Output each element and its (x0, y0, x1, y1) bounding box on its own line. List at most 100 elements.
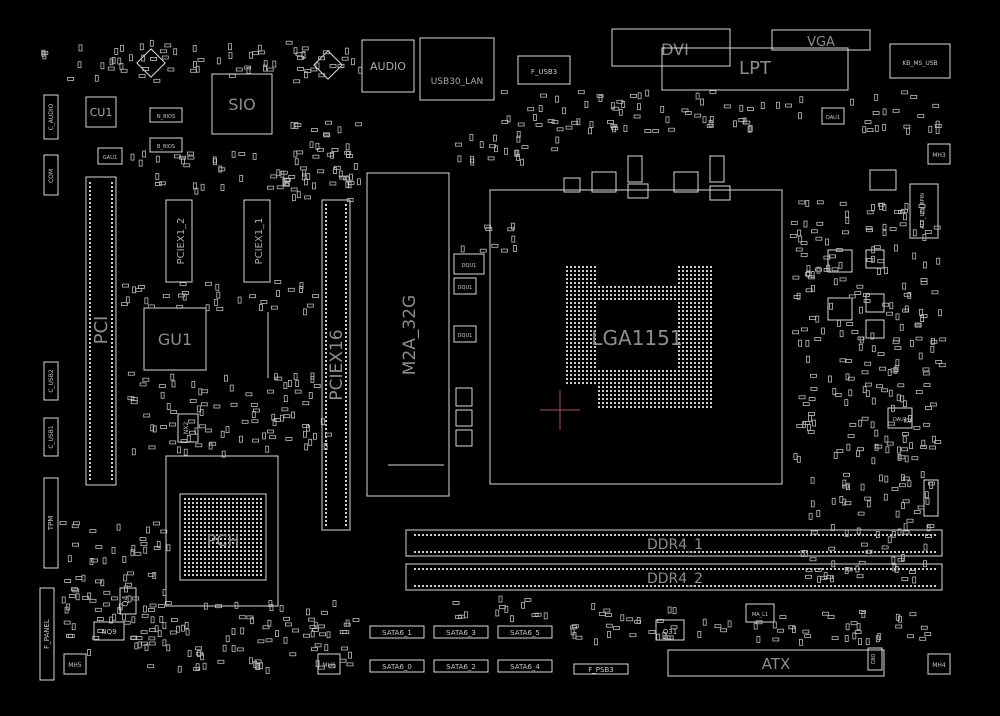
passive-part (236, 647, 244, 652)
passive-part (912, 252, 917, 260)
passive-part (845, 217, 850, 224)
passive-part (910, 95, 918, 99)
audio-jack[interactable] (361, 39, 415, 93)
usb30-lan-connector[interactable] (419, 37, 495, 101)
passive-part (506, 115, 511, 123)
passive-part (903, 400, 907, 408)
pci-slot[interactable] (85, 176, 117, 486)
passive-part (300, 166, 308, 171)
dqu1-c[interactable] (453, 325, 477, 343)
sata6-3-port[interactable] (433, 625, 489, 639)
com-header[interactable] (43, 154, 59, 196)
passive-part (644, 129, 652, 134)
clock-chip-2[interactable] (313, 50, 343, 80)
passive-part (788, 625, 796, 630)
nq9-mosfet[interactable] (93, 621, 125, 641)
passive-part (925, 534, 932, 538)
q4-mosfet[interactable] (119, 587, 137, 615)
sio-chip[interactable] (211, 73, 273, 135)
sata6-0-port[interactable] (369, 659, 425, 673)
atx12v-connector[interactable] (909, 183, 939, 239)
passive-part (847, 376, 855, 381)
pciex1-2-label: PCIEX1_2 (176, 218, 187, 265)
sata6-1-port[interactable] (369, 625, 425, 639)
c-audio-header[interactable] (43, 94, 59, 140)
c-usb2-header[interactable] (43, 361, 59, 401)
passive-part (901, 447, 908, 452)
passive-part (122, 283, 129, 288)
ma-l1-chip[interactable] (745, 603, 775, 623)
passive-part (915, 390, 923, 394)
passive-part (263, 60, 268, 68)
passive-part (923, 383, 931, 388)
passive-part (266, 429, 274, 434)
passive-part (504, 147, 509, 155)
passive-part (188, 419, 196, 424)
passive-part (270, 174, 278, 179)
m2a-slot[interactable] (366, 172, 450, 497)
sata6-5-port[interactable] (497, 625, 553, 639)
pciex1-2-slot[interactable] (165, 199, 193, 283)
passive-part (252, 408, 260, 413)
passive-part (183, 448, 188, 456)
passive-part (893, 366, 898, 374)
passive-part (170, 410, 178, 415)
passive-part (195, 663, 200, 671)
f-usb3-header[interactable] (517, 55, 571, 85)
passive-part (742, 117, 747, 125)
passive-part (257, 44, 262, 52)
cpu-socket-outline[interactable] (489, 189, 783, 485)
passive-part (823, 572, 828, 579)
passive-part (238, 435, 243, 443)
lpt-connector[interactable] (661, 47, 849, 91)
passive-part (132, 286, 137, 294)
passive-part (913, 510, 921, 515)
dqu1-b[interactable] (453, 277, 477, 295)
pciex16-slot[interactable] (321, 199, 351, 531)
dau1-top[interactable] (821, 107, 845, 125)
passive-part (839, 495, 844, 503)
nx2-label: NX2 (183, 422, 190, 435)
dqu1-c-label: DQU1 (458, 333, 473, 339)
passive-part (338, 170, 343, 178)
q31-mosfet[interactable] (655, 619, 685, 641)
passive-part (143, 413, 151, 418)
gu1-chip[interactable] (143, 307, 207, 371)
vga-connector[interactable] (771, 29, 871, 51)
f-panel-header[interactable] (39, 587, 55, 681)
f-ps-header[interactable] (573, 663, 629, 675)
passive-part (142, 150, 147, 158)
passive-part (806, 270, 810, 278)
passive-part (826, 264, 831, 272)
kb-ms-usb-connector[interactable] (889, 43, 951, 79)
dau1-chip[interactable] (887, 407, 913, 429)
passive-part (815, 315, 820, 323)
sata6-4-port[interactable] (497, 659, 553, 673)
gau1-chip[interactable] (97, 147, 123, 165)
b-bios-chip[interactable] (149, 137, 183, 153)
n-bios-chip[interactable] (149, 107, 183, 123)
ddr4-1-slot[interactable] (405, 529, 943, 557)
passive-part (810, 373, 817, 378)
cu1-chip[interactable] (85, 96, 117, 128)
passive-part (312, 294, 320, 299)
cbo-cap[interactable] (867, 647, 883, 671)
com-label: COM (48, 169, 55, 183)
pci-label: PCI (91, 316, 112, 345)
atx-power-connector[interactable] (667, 649, 885, 677)
passive-part (933, 225, 941, 230)
passive-part (89, 598, 97, 603)
sata6-2-port[interactable] (433, 659, 489, 673)
dqu1-a[interactable] (453, 253, 485, 275)
passive-part (501, 120, 509, 124)
passive-part (274, 280, 282, 284)
passive-part (879, 366, 886, 371)
passive-part (922, 234, 927, 242)
passive-part (155, 173, 160, 180)
ddr4-2-slot[interactable] (405, 563, 943, 591)
passive-part (216, 291, 221, 299)
tpm-header[interactable] (43, 477, 59, 569)
pch-chip[interactable] (179, 493, 267, 581)
c-usb1-header[interactable] (43, 417, 59, 457)
pciex1-1-slot[interactable] (243, 199, 271, 283)
